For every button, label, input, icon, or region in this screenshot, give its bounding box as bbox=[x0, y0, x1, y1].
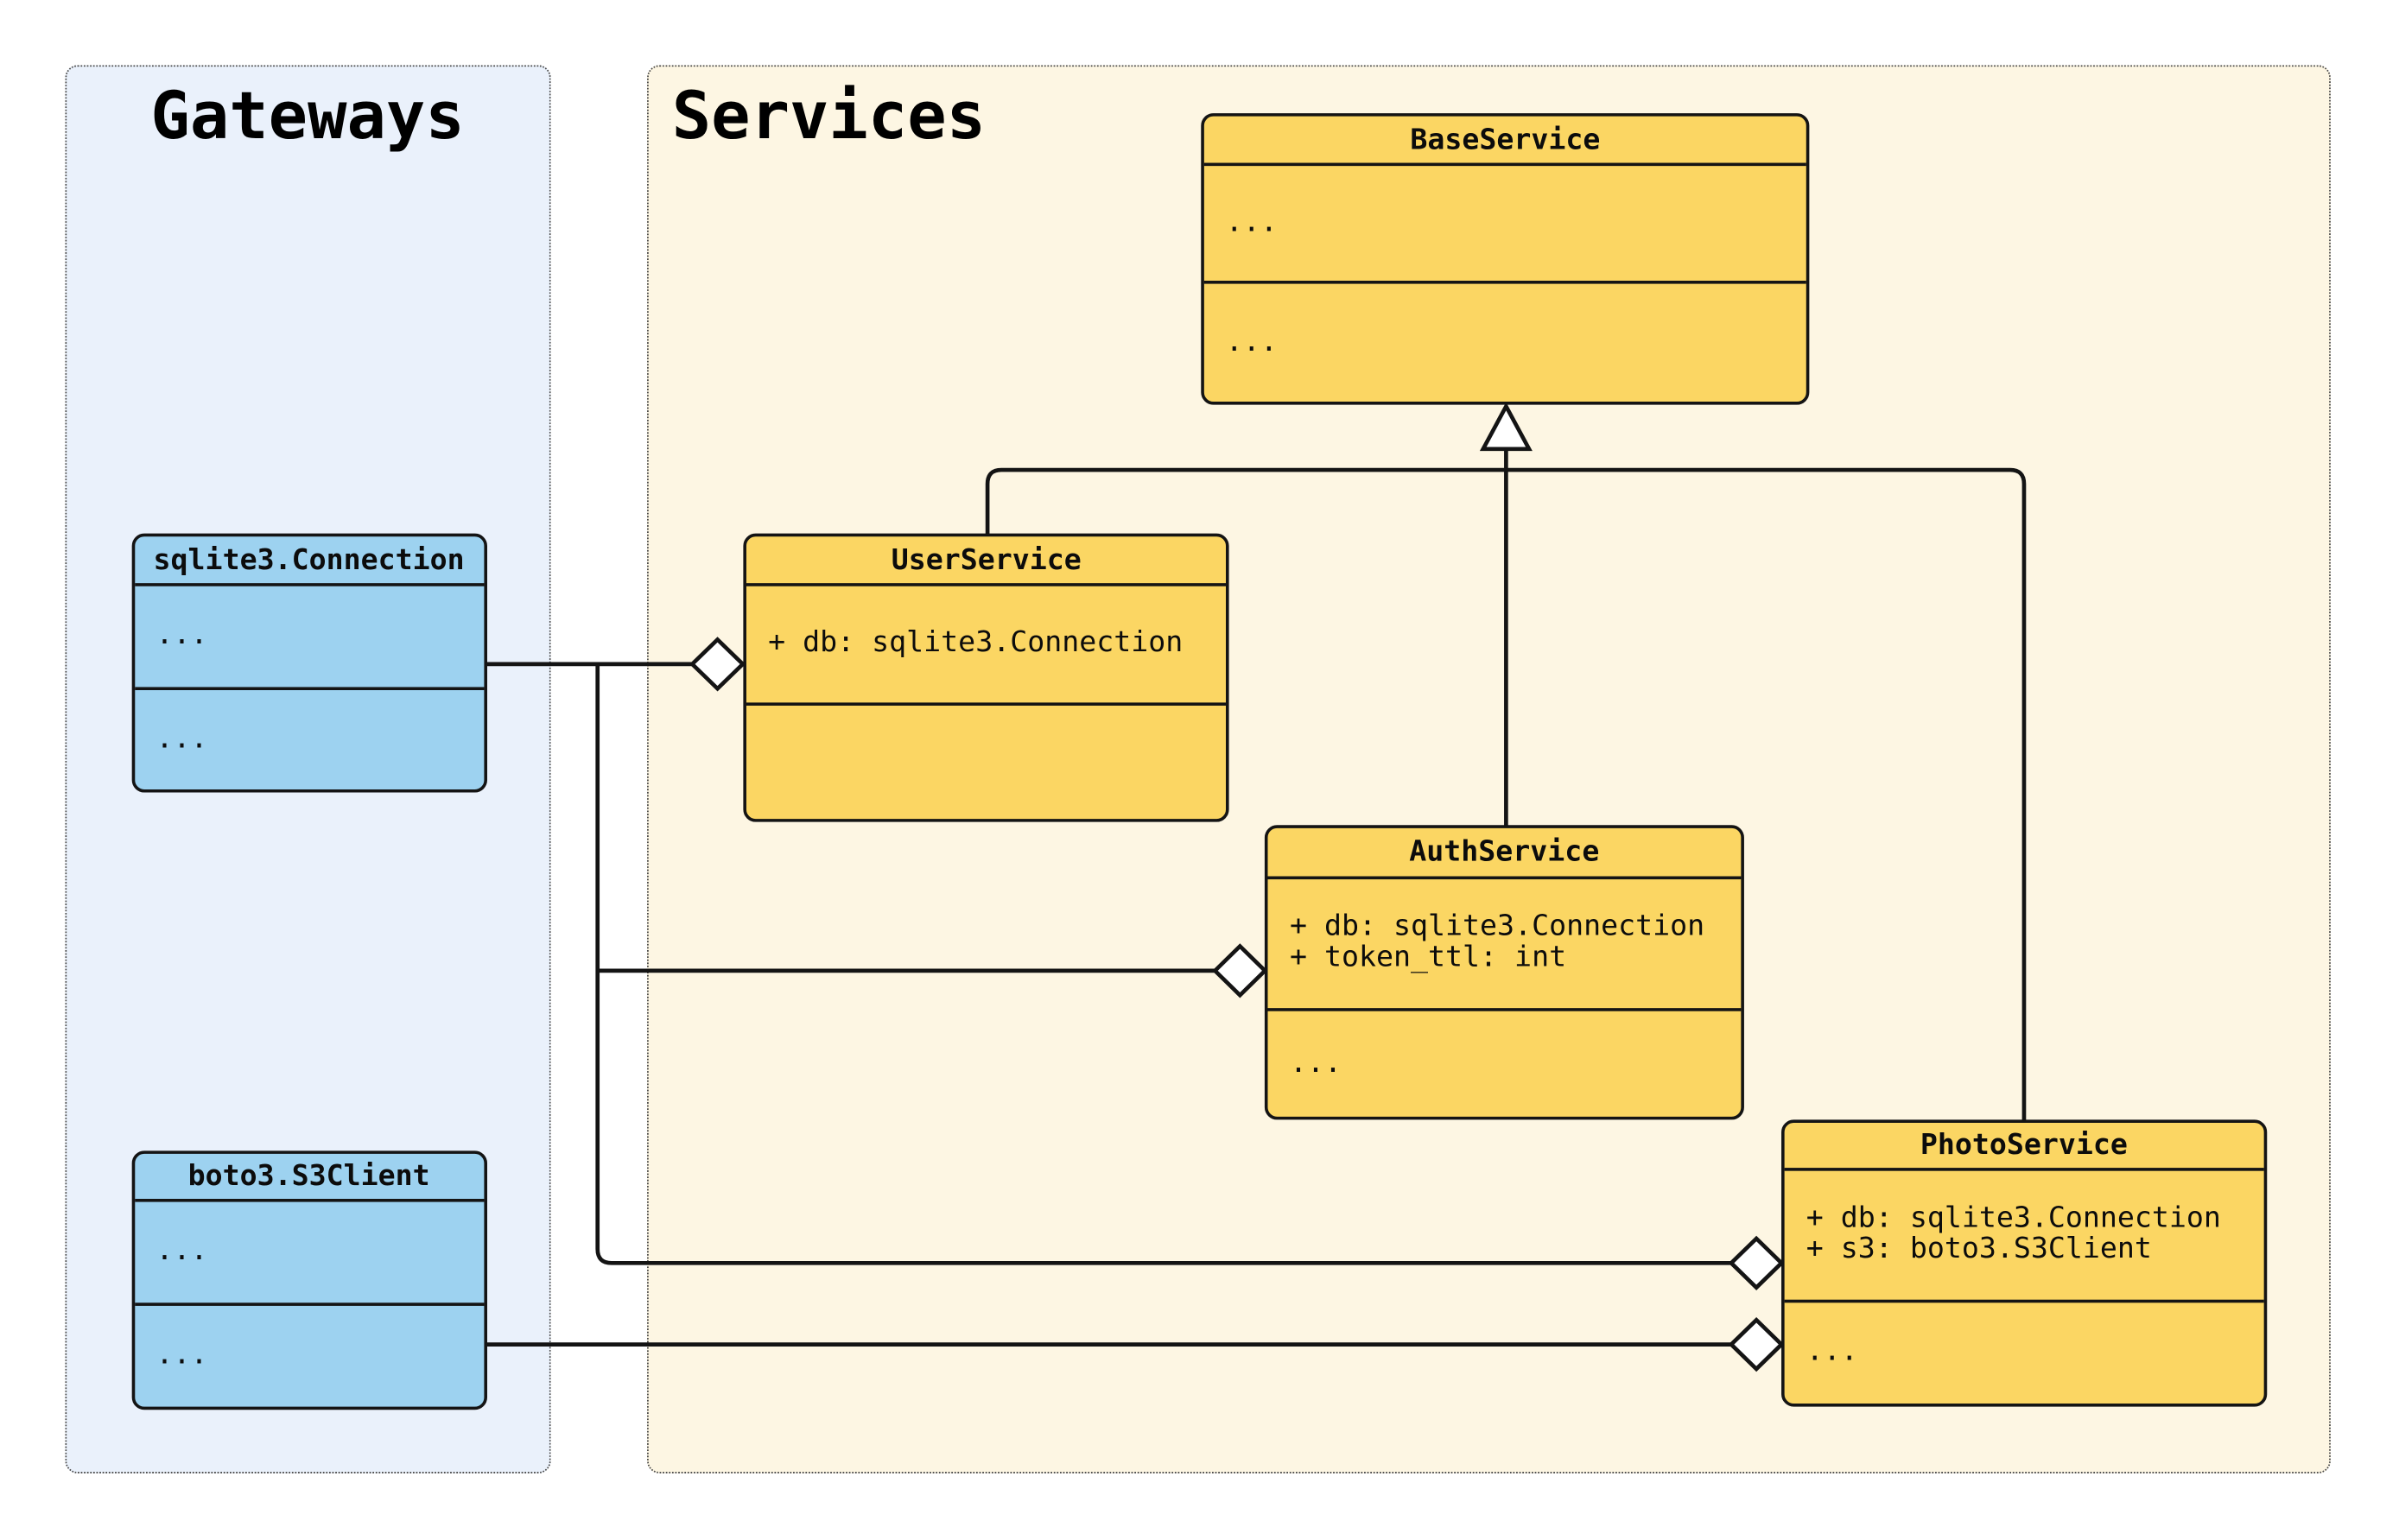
class-attributes: + db: sqlite3.Connection bbox=[746, 586, 1227, 706]
method: ... bbox=[1289, 1046, 1342, 1080]
method: ... bbox=[155, 1338, 208, 1372]
gateways-group-title: Gateways bbox=[150, 77, 465, 154]
class-attributes: + db: sqlite3.Connection + s3: boto3.S3C… bbox=[1784, 1170, 2264, 1303]
class-attributes: ... bbox=[134, 1201, 484, 1306]
class-attributes: + db: sqlite3.Connection + token_ttl: in… bbox=[1267, 879, 1741, 1012]
method: ... bbox=[1806, 1335, 1858, 1368]
class-title: AuthService bbox=[1267, 827, 1741, 879]
attribute: + db: sqlite3.Connection bbox=[1289, 909, 1705, 943]
class-methods bbox=[746, 706, 1227, 819]
class-title: PhotoService bbox=[1784, 1124, 2264, 1171]
class-methods: ... bbox=[1785, 1302, 2263, 1403]
class-methods: ... bbox=[1268, 1011, 1741, 1117]
method: ... bbox=[155, 722, 208, 755]
attribute: + token_ttl: int bbox=[1289, 941, 1567, 975]
attribute: + db: sqlite3.Connection bbox=[768, 626, 1184, 660]
attribute: ... bbox=[1225, 206, 1278, 238]
class-title: sqlite3.Connection bbox=[134, 537, 484, 586]
class-userservice: UserService + db: sqlite3.Connection bbox=[743, 534, 1230, 822]
class-title: boto3.S3Client bbox=[134, 1153, 484, 1202]
method: ... bbox=[1225, 325, 1278, 358]
class-methods: ... bbox=[134, 689, 483, 789]
class-authservice: AuthService + db: sqlite3.Connection + t… bbox=[1265, 824, 1744, 1120]
attribute: ... bbox=[155, 618, 208, 651]
class-baseservice: BaseService ... ... bbox=[1201, 113, 1810, 405]
class-photoservice: PhotoService + db: sqlite3.Connection + … bbox=[1781, 1119, 2267, 1406]
class-title: UserService bbox=[746, 537, 1227, 586]
class-sqlite3-connection: sqlite3.Connection ... ... bbox=[130, 534, 487, 794]
services-group-title: Services bbox=[671, 77, 987, 154]
attribute: ... bbox=[155, 1234, 208, 1267]
attribute: + db: sqlite3.Connection bbox=[1806, 1201, 2221, 1234]
attribute: + s3: boto3.S3Client bbox=[1806, 1233, 2152, 1266]
class-attributes: ... bbox=[134, 586, 484, 690]
class-boto3-s3client: boto3.S3Client ... ... bbox=[130, 1150, 487, 1410]
class-methods: ... bbox=[134, 1305, 483, 1406]
class-attributes: ... bbox=[1203, 166, 1807, 284]
class-methods: ... bbox=[1204, 283, 1806, 401]
class-title: BaseService bbox=[1203, 117, 1807, 166]
